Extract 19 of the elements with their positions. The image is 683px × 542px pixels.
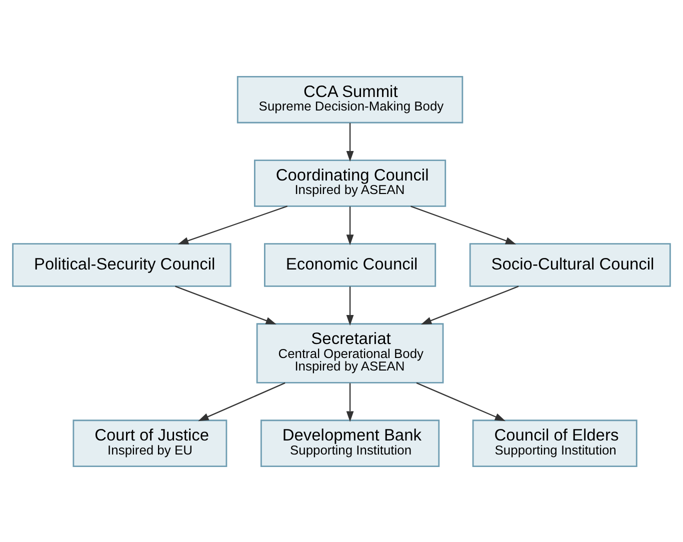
arrow <box>346 382 354 422</box>
node-box: Development Bank Supporting Institution <box>260 419 440 466</box>
arrow <box>346 206 354 245</box>
arrow <box>416 382 506 421</box>
node-box: Secretariat Central Operational Body Inspired by ASEAN <box>256 322 444 383</box>
arrow <box>410 205 516 244</box>
node-box: Socio-Cultural Council <box>469 242 671 286</box>
node-box: Economic Council <box>264 242 436 286</box>
arrow <box>346 286 354 326</box>
node-box: Court of Justice Inspired by EU <box>72 419 228 466</box>
node-box: CCA Summit Supreme Decision-Making Body <box>236 76 464 123</box>
arrow <box>178 205 288 244</box>
arrow <box>420 285 519 324</box>
node-box: Political-Security Council <box>12 242 232 286</box>
node-box: Coordinating Council Inspired by ASEAN <box>254 159 446 206</box>
arrow <box>175 285 276 324</box>
node-box: Council of Elders Supporting Institution <box>472 419 638 466</box>
arrow <box>198 382 286 421</box>
arrow <box>346 122 354 162</box>
